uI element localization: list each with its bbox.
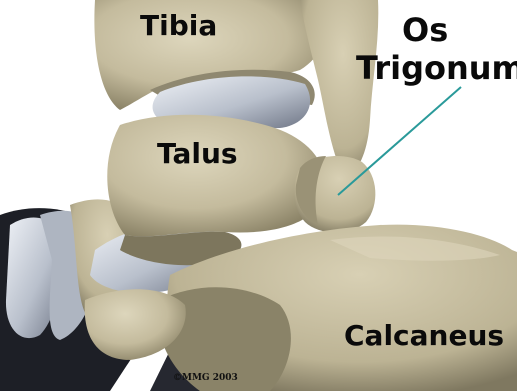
os-trigonum-label-line2: Trigonum	[356, 52, 517, 84]
talus-label: Talus	[157, 140, 238, 168]
talus-bone	[107, 115, 325, 237]
os-trigonum-label-line1: Os	[402, 14, 448, 46]
tibia-label: Tibia	[140, 12, 217, 40]
calcaneus-label: Calcaneus	[344, 322, 504, 350]
copyright-notice: ©MMG 2003	[173, 374, 238, 383]
